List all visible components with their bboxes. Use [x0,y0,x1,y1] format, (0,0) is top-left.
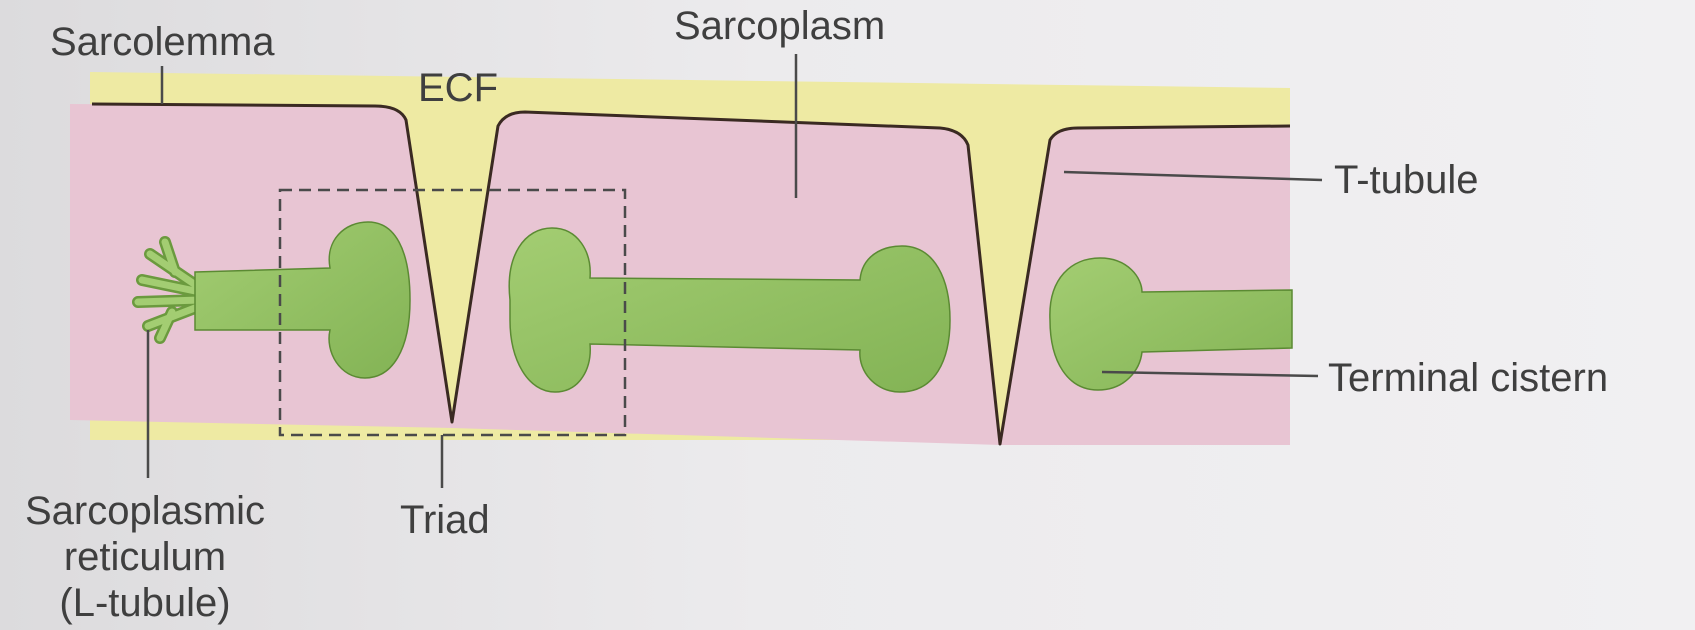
sarcoplasmic-reticulum-label-line1: Sarcoplasmic [10,488,280,534]
sarcoplasmic-reticulum-label: Sarcoplasmic reticulum (L-tubule) [10,488,280,626]
ecf-label: ECF [418,68,498,108]
sarcoplasm-label: Sarcoplasm [674,6,885,46]
sarcoplasmic-reticulum-label-line2: reticulum [10,534,280,580]
triad-label: Triad [400,500,490,540]
sarcoplasmic-reticulum-label-line3: (L-tubule) [10,580,280,626]
sarcolemma-label: Sarcolemma [50,22,275,62]
t-tubule-label: T-tubule [1334,160,1479,200]
terminal-cistern-label: Terminal cistern [1328,358,1608,398]
